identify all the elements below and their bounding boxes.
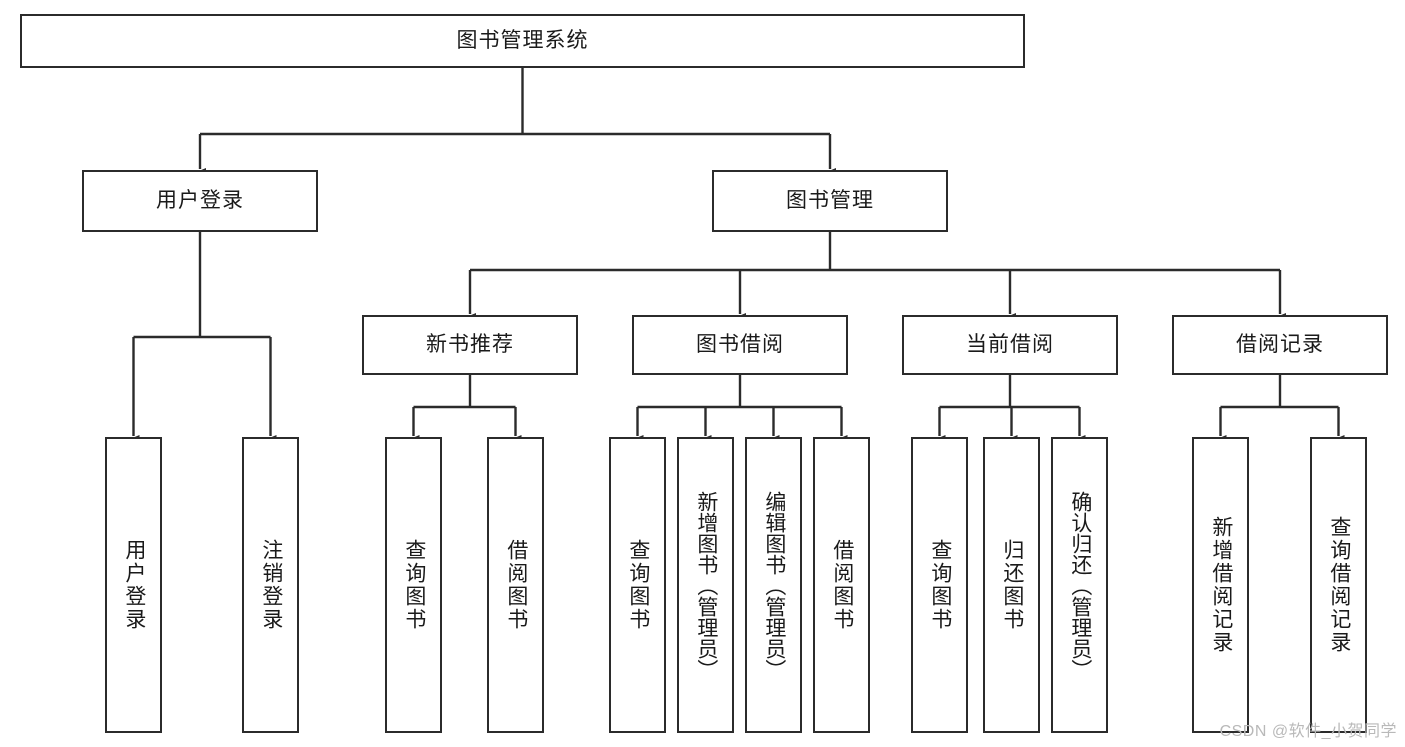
node-leaf-cur-return[interactable]: 归还图书 [983, 437, 1040, 733]
node-label: 新增借阅记录 [1209, 516, 1233, 654]
node-label: 用户登录 [156, 189, 244, 213]
node-label: 注销登录 [259, 539, 283, 631]
node-leaf-bor-query[interactable]: 查询图书 [609, 437, 666, 733]
node-root[interactable]: 图书管理系统 [20, 14, 1025, 68]
node-l2-user[interactable]: 用户登录 [82, 170, 318, 232]
node-label: 查询图书 [928, 539, 952, 631]
node-leaf-his-add[interactable]: 新增借阅记录 [1192, 437, 1249, 733]
node-leaf-bor-lend[interactable]: 借阅图书 [813, 437, 870, 733]
node-l3-current[interactable]: 当前借阅 [902, 315, 1118, 375]
node-label: 确认归还（管理员） [1068, 490, 1092, 680]
node-label: 借阅图书 [830, 539, 854, 631]
node-label: 图书借阅 [696, 333, 784, 357]
node-label: 新增图书（管理员） [694, 490, 718, 680]
node-leaf-cur-query[interactable]: 查询图书 [911, 437, 968, 733]
node-label: 用户登录 [122, 539, 146, 631]
node-label: 借阅图书 [504, 539, 528, 631]
node-label: 图书管理系统 [456, 29, 589, 53]
node-label: 查询图书 [626, 539, 650, 631]
node-label: 查询图书 [402, 539, 426, 631]
node-label: 归还图书 [1000, 539, 1024, 631]
csdn-watermark: CSDN @软件_小贺同学 [1219, 723, 1397, 740]
node-leaf-his-query[interactable]: 查询借阅记录 [1310, 437, 1367, 733]
node-l2-book[interactable]: 图书管理 [712, 170, 948, 232]
node-label: 新书推荐 [426, 333, 514, 357]
node-leaf-user-login[interactable]: 用户登录 [105, 437, 162, 733]
node-leaf-rec-borrow[interactable]: 借阅图书 [487, 437, 544, 733]
node-label: 当前借阅 [966, 333, 1054, 357]
node-leaf-rec-query[interactable]: 查询图书 [385, 437, 442, 733]
node-l3-history[interactable]: 借阅记录 [1172, 315, 1388, 375]
node-label: 查询借阅记录 [1327, 516, 1351, 654]
node-leaf-bor-add[interactable]: 新增图书（管理员） [677, 437, 734, 733]
node-leaf-user-logout[interactable]: 注销登录 [242, 437, 299, 733]
node-leaf-cur-confirm[interactable]: 确认归还（管理员） [1051, 437, 1108, 733]
node-label: 编辑图书（管理员） [762, 490, 786, 680]
node-leaf-bor-edit[interactable]: 编辑图书（管理员） [745, 437, 802, 733]
node-label: 借阅记录 [1236, 333, 1324, 357]
node-label: 图书管理 [786, 189, 874, 213]
node-l3-borrow[interactable]: 图书借阅 [632, 315, 848, 375]
node-l3-new-rec[interactable]: 新书推荐 [362, 315, 578, 375]
